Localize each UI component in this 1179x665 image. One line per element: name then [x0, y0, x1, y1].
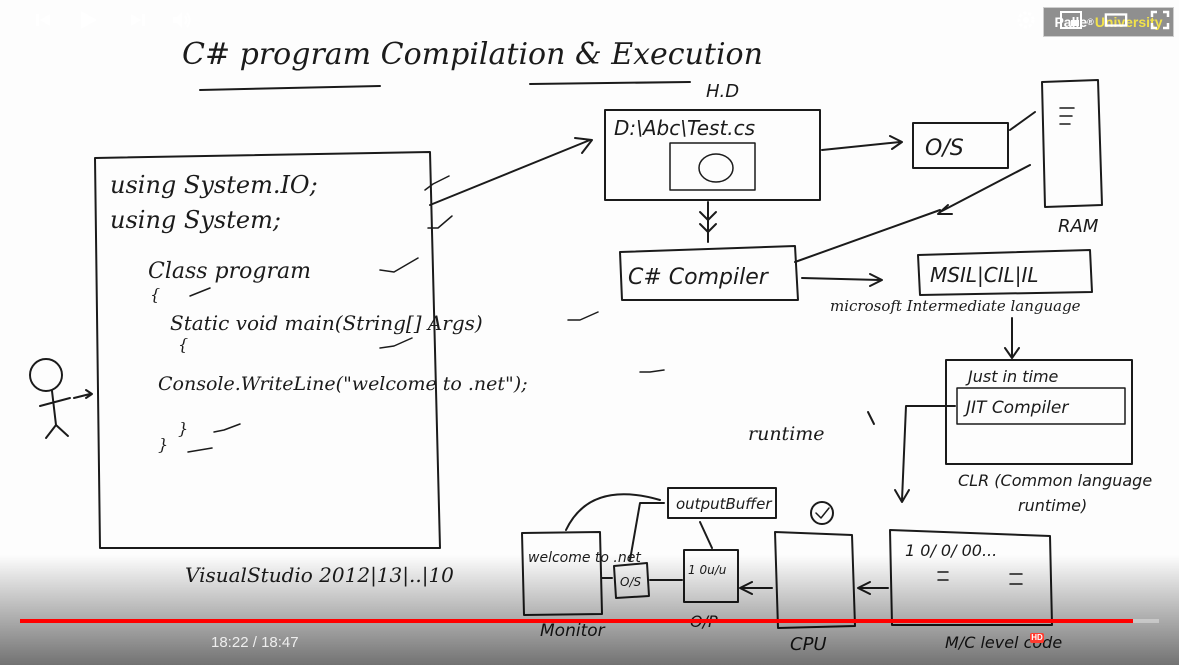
hd-box	[604, 109, 821, 201]
il-description: microsoft Intermediate language	[830, 297, 1081, 315]
hd-badge: HD	[1030, 633, 1044, 643]
os-label: O/S	[925, 136, 964, 161]
cpu-caption: CPU	[790, 634, 827, 655]
monitor-caption: Monitor	[540, 621, 606, 641]
time-total: 18:47	[261, 634, 299, 651]
check-marks	[187, 175, 665, 453]
settings-icon	[1017, 11, 1035, 29]
clr-label-1: CLR (Common language	[958, 471, 1152, 490]
jit-top-label: Just in time	[965, 367, 1059, 386]
compiler-box	[619, 245, 799, 301]
arrow-ram-back	[937, 164, 1031, 215]
arrow-cpu-to-op	[739, 581, 773, 595]
volume-icon	[173, 12, 191, 28]
pen-mark	[867, 411, 875, 425]
output-buffer-label: outputBuffer	[676, 495, 772, 513]
code-line-8: }	[178, 419, 188, 438]
previous-button[interactable]	[31, 8, 55, 32]
arrow-compiler-to-il	[801, 273, 883, 287]
arrow-hd-to-os	[821, 135, 903, 151]
ram-label: RAM	[1058, 216, 1099, 237]
code-line-6: {	[178, 335, 188, 354]
arrow-il-to-jit	[1004, 317, 1020, 359]
check-circle	[810, 501, 834, 525]
code-line-7: Console.WriteLine("welcome to .net");	[158, 373, 528, 395]
arrow-hd-to-compiler	[699, 201, 717, 243]
time-display: 18:22 / 18:47	[211, 634, 299, 651]
next-icon	[131, 14, 145, 26]
vs-caption: VisualStudio 2012|13|..|10	[185, 563, 454, 588]
logo-reg: ®	[1087, 17, 1094, 27]
fullscreen-button[interactable]	[1148, 8, 1172, 32]
arrow-compiler-to-ram	[794, 209, 941, 263]
time-current: 18:22	[211, 634, 249, 651]
progress-played	[20, 619, 1133, 623]
code-line-5: Static void main(String[] Args)	[170, 311, 483, 335]
arrow-mc-to-cpu	[857, 581, 889, 595]
buffer-arrows	[629, 502, 713, 561]
ram-box	[1041, 79, 1103, 208]
file-path: D:\Abc\Test.cs	[614, 116, 755, 140]
hd-label: H.D	[706, 81, 739, 102]
code-line-2: using System;	[110, 206, 281, 234]
title-underline-2	[529, 81, 691, 85]
theater-mode-button[interactable]	[1104, 8, 1128, 32]
arrow-buffer-to-monitor	[565, 493, 661, 531]
user-head	[29, 358, 63, 392]
ram-marks	[1059, 107, 1075, 125]
time-separator: /	[248, 634, 262, 651]
code-panel	[94, 151, 441, 549]
miniplayer-button[interactable]	[1059, 8, 1083, 32]
arrow-jit-to-mc	[894, 405, 956, 503]
check-circle-tick	[815, 507, 830, 519]
settings-button[interactable]	[1014, 8, 1038, 32]
theater-icon	[1104, 13, 1128, 27]
file-icon-box	[669, 142, 756, 191]
code-line-3: Class program	[148, 259, 311, 284]
binary-main: 1 0/ 0/ 00...	[905, 541, 997, 560]
mc-caption: M/C level code	[945, 633, 1062, 652]
code-line-1: using System.IO;	[110, 171, 318, 199]
arrow-code-to-hd	[429, 137, 593, 206]
play-button[interactable]	[76, 8, 100, 32]
monitor-text: welcome to .net	[528, 550, 641, 566]
user-figure	[39, 389, 93, 439]
os-small-label: O/S	[620, 575, 641, 589]
volume-button[interactable]	[170, 8, 194, 32]
clr-box	[945, 359, 1133, 465]
play-icon	[81, 11, 97, 29]
miniplayer-icon	[1060, 11, 1082, 29]
board-title: C# program Compilation & Execution	[182, 37, 763, 72]
os-box	[912, 122, 1009, 169]
clr-label-2: runtime)	[1018, 496, 1087, 515]
monitor-box	[521, 531, 603, 616]
file-blob	[698, 153, 734, 183]
binary-small: 1 0u/u	[688, 563, 727, 577]
fullscreen-icon	[1150, 10, 1170, 30]
binary-marks	[937, 571, 1023, 585]
next-button[interactable]	[126, 8, 150, 32]
output-buffer-box	[667, 487, 777, 519]
title-underline-1	[199, 85, 381, 91]
cpu-box	[774, 531, 856, 629]
progress-bar[interactable]	[20, 619, 1159, 623]
jit-box	[956, 387, 1126, 425]
compiler-label: C# Compiler	[628, 265, 770, 290]
code-line-4: {	[150, 285, 160, 304]
arrow-os-to-ram	[1009, 111, 1036, 131]
code-line-9: }	[158, 435, 168, 454]
il-box	[917, 249, 1093, 296]
jit-label: JIT Compiler	[963, 398, 1069, 418]
runtime-label: runtime	[748, 423, 825, 445]
previous-icon	[36, 14, 50, 26]
il-label: MSIL|CIL|IL	[930, 263, 1039, 287]
